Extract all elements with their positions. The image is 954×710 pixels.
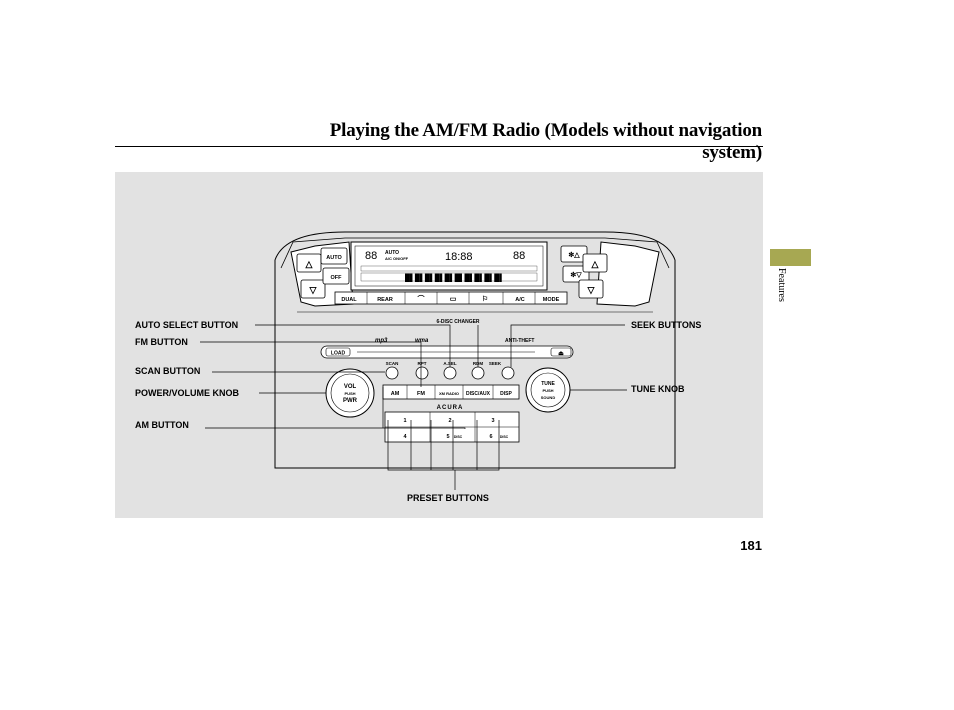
rear-defrost-icon[interactable]: ▭ [450,296,457,303]
off-climate-button[interactable] [322,267,350,285]
tune-label: TUNE [541,381,555,387]
xm-radio-button[interactable]: XM RADIO [439,391,459,396]
auto-climate-button[interactable] [320,247,348,265]
features-label: Features [776,268,787,302]
antitheft-label: ANTI-THEFT [505,338,534,344]
am-callout: AM BUTTON [135,420,189,430]
defrost-icon[interactable]: ⌒ [417,294,426,303]
push-label: PUSH [344,391,355,396]
auto-select-button[interactable] [443,366,457,380]
display-clock: 18:88 [445,251,473,263]
preset-callout: PRESET BUTTONS [407,493,489,503]
page-number: 181 [740,538,762,553]
pwr-label: PWR [343,398,358,404]
seek-label: SEEK [489,361,502,366]
am-button[interactable]: AM [391,391,400,397]
preset-4[interactable]: 4 [403,434,407,440]
scan-button[interactable] [385,366,399,380]
disp-button[interactable]: DISP [500,391,512,397]
eject-button[interactable] [550,347,572,357]
eject-icon: ⏏ [558,351,564,357]
display-auto: AUTO [385,250,399,256]
climate-auto-label: AUTO [326,255,342,261]
scan-label: SCAN [386,361,399,366]
rpt-button[interactable] [415,366,429,380]
mp3-logo: mp3 [375,338,388,344]
rdm-button[interactable] [471,366,485,380]
load-button[interactable] [325,347,351,357]
fm-button[interactable]: FM [417,391,425,397]
acura-logo: ACURA [437,405,464,411]
title-rule [115,146,763,147]
disc-minus-label: DISC [454,435,463,439]
side-tab [770,249,811,266]
mode-button[interactable]: MODE [543,297,560,303]
scan-callout: SCAN BUTTON [135,366,201,376]
display-ac: A/C ON/OFF [385,256,409,261]
recirculate-icon[interactable]: ⚐ [482,295,488,303]
display-segments: █▌█▌█▌█▌█▌█▌█▌█▌█▌█▌ [405,273,504,283]
preset-3[interactable]: 3 [491,418,494,424]
radio-panel-illustration: △ ▽ AUTO OFF ✻△ ✻▽ △ ▽ 88 AUTO A/C ON/OF… [200,231,676,490]
preset-5[interactable]: 5 [446,434,449,440]
arrow-down-icon: ▽ [587,285,596,295]
seek-button[interactable] [501,366,515,380]
preset-6[interactable]: 6 [489,434,492,440]
page-title: Playing the AM/FM Radio (Models without … [329,120,762,163]
load-label: LOAD [331,351,346,357]
arrow-down-icon: ▽ [309,285,318,295]
preset-2[interactable]: 2 [448,418,451,424]
display-digits: 88 [513,250,525,262]
seek-callout: SEEK BUTTONS [631,320,702,330]
side-tab-label: Features [775,268,787,316]
fan-down-icon: ✻▽ [570,271,582,279]
dual-button[interactable]: DUAL [341,297,357,303]
ac-button[interactable]: A/C [515,297,525,303]
figure-panel: △ ▽ AUTO OFF ✻△ ✻▽ △ ▽ 88 AUTO A/C ON/OF… [115,172,763,518]
fan-up-icon: ✻△ [568,251,580,259]
arrow-up-icon: △ [305,259,314,269]
climate-off-label: OFF [331,275,343,281]
arrow-up-icon: △ [591,259,600,269]
changer-label: 6-DISC CHANGER [436,319,479,325]
auto-select-callout: AUTO SELECT BUTTON [135,320,239,330]
tune-callout: TUNE KNOB [631,384,685,394]
rpt-label: RPT [418,361,427,366]
leader-lines [200,324,627,490]
sound-label: SOUND [541,395,556,400]
tune-push-label: PUSH [542,388,553,393]
power-volume-callout: POWER/VOLUME KNOB [135,388,240,398]
vol-label: VOL [344,384,357,390]
preset-1[interactable]: 1 [403,418,406,424]
fm-callout: FM BUTTON [135,337,188,347]
disc-plus-label: DISC [500,435,509,439]
disc-aux-button[interactable]: DISC/AUX [466,391,491,397]
wma-logo: wma [415,338,429,344]
display-digits: 88 [365,250,377,262]
rear-button[interactable]: REAR [377,297,393,303]
